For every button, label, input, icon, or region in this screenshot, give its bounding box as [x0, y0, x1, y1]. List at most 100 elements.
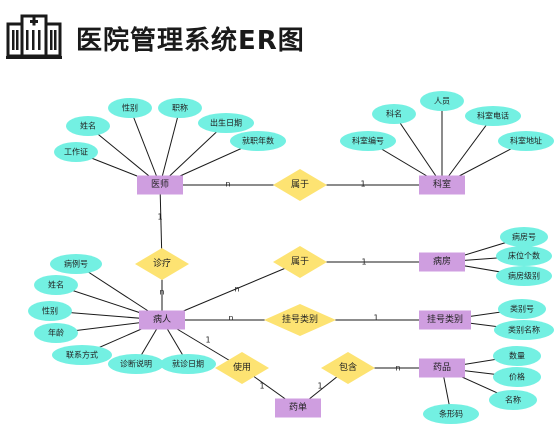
attribute-label-doctor-3: 职称 [172, 103, 188, 113]
attribute-patient-1 [34, 275, 78, 295]
attribute-label-ward-2: 病房级别 [508, 271, 540, 281]
attribute-doctor-0 [54, 142, 98, 162]
attribute-patient-2 [28, 301, 72, 321]
entity-label-patient: 病人 [153, 313, 171, 325]
attribute-department-2 [420, 91, 464, 111]
relationship-use [215, 352, 269, 384]
attribute-medicine-1 [493, 367, 541, 387]
attribute-doctor-4 [198, 113, 254, 133]
entity-ward [419, 252, 465, 272]
cardinality-patient_ward_n: n [234, 285, 239, 294]
relationship-label-contain: 包含 [339, 361, 357, 373]
attribute-label-ward-0: 病房号 [512, 232, 536, 242]
attribute-label-doctor-1: 姓名 [80, 121, 96, 131]
relationship-label-belongs_dept: 属于 [291, 179, 309, 190]
entity-prescription [275, 398, 321, 418]
attribute-label-doctor-4: 出生日期 [210, 118, 242, 128]
attribute-department-4 [498, 131, 554, 151]
cardinality-prescription_use_1: 1 [259, 382, 264, 391]
hospital-building-icon [6, 14, 62, 60]
attribute-medicine-3 [423, 404, 479, 424]
attribute-label-doctor-5: 就职年数 [242, 136, 274, 146]
attr-line-doctor-3 [159, 107, 181, 186]
entity-label-doctor: 医师 [151, 178, 169, 190]
attribute-label-department-1: 科名 [386, 109, 402, 119]
attr-line-doctor-4 [159, 122, 227, 186]
cardinality-medicine_contain_n: n [395, 364, 400, 373]
relationship-contain [321, 352, 375, 384]
entity-label-prescription: 药单 [289, 401, 307, 413]
page-title: 医院管理系统ER图 [76, 26, 305, 56]
attribute-label-reg_category-0: 类别号 [510, 304, 534, 314]
attribute-doctor-3 [158, 98, 202, 118]
attribute-patient-6 [160, 354, 216, 374]
attribute-patient-0 [50, 254, 102, 274]
attribute-label-patient-0: 病例号 [64, 259, 88, 269]
attr-line-department-1 [393, 113, 443, 186]
cardinality-doctor_dept_1: 1 [360, 180, 365, 189]
attribute-label-doctor-2: 性别 [122, 103, 138, 113]
relationship-label-registration: 挂号类别 [282, 313, 318, 325]
attr-line-department-3 [441, 115, 494, 186]
attribute-label-medicine-1: 价格 [509, 372, 525, 382]
attribute-label-reg_category-1: 类别名称 [508, 325, 540, 335]
attribute-label-doctor-0: 工作证 [64, 147, 88, 157]
attribute-doctor-2 [108, 98, 152, 118]
relationship-label-diagnose: 诊疗 [153, 257, 171, 269]
attribute-ward-1 [496, 246, 552, 266]
relationship-registration [264, 304, 336, 336]
cardinality-doctor_diag_1: 1 [157, 213, 162, 222]
attribute-label-department-2: 人员 [434, 97, 450, 106]
cardinality-doctor_dept_n: n [225, 180, 230, 189]
connector-patient-belongs_ward [161, 261, 301, 321]
relationship-diagnose [135, 248, 189, 280]
attribute-medicine-2 [489, 390, 537, 410]
attribute-department-3 [465, 106, 521, 126]
relationship-label-belongs_ward: 属于 [291, 256, 309, 267]
relationship-label-use: 使用 [233, 361, 251, 373]
relationship-belongs_dept [273, 169, 327, 201]
attr-line-doctor-1 [87, 125, 161, 186]
cardinality-patient_reg_n: n [228, 314, 233, 323]
attribute-label-department-0: 科室编号 [352, 136, 384, 146]
entity-patient [139, 310, 185, 330]
relationship-belongs_ward [273, 246, 327, 278]
cardinality-patient_diag_n: n [159, 288, 164, 297]
cardinality-reg_1: 1 [373, 314, 378, 323]
attribute-patient-5 [108, 354, 164, 374]
attribute-department-1 [372, 104, 416, 124]
attribute-label-patient-3: 年龄 [48, 328, 64, 338]
attribute-ward-2 [496, 266, 552, 286]
cardinality-ward_1: 1 [361, 258, 366, 267]
entity-label-reg_category: 挂号类别 [427, 313, 463, 325]
attribute-label-patient-2: 性别 [42, 306, 58, 316]
attribute-label-medicine-0: 数量 [509, 351, 525, 361]
attribute-reg_category-0 [498, 299, 546, 319]
attribute-label-medicine-3: 条形码 [439, 409, 463, 419]
cardinality-prescription_contain_1: 1 [317, 382, 322, 391]
attribute-label-patient-4: 联系方式 [66, 350, 98, 360]
entity-label-ward: 病房 [433, 255, 451, 267]
attribute-label-medicine-2: 名称 [505, 395, 521, 405]
attribute-label-department-3: 科室电话 [477, 111, 509, 121]
attribute-patient-3 [34, 323, 78, 343]
attr-line-doctor-2 [129, 107, 161, 186]
entity-department [419, 175, 465, 195]
entity-medicine [419, 358, 465, 378]
attribute-doctor-1 [66, 116, 110, 136]
cardinality-patient_use_1: 1 [205, 336, 210, 345]
attribute-doctor-5 [230, 131, 286, 151]
entity-reg_category [419, 310, 471, 330]
attribute-label-patient-6: 就诊日期 [172, 359, 204, 369]
entity-doctor [137, 175, 183, 195]
attribute-reg_category-1 [494, 320, 554, 340]
attribute-label-patient-5: 诊断说明 [120, 359, 152, 369]
entity-label-medicine: 药品 [433, 362, 451, 373]
attribute-label-ward-1: 床位个数 [508, 251, 540, 261]
attribute-ward-0 [500, 227, 548, 247]
attribute-department-0 [340, 131, 396, 151]
attribute-medicine-0 [493, 346, 541, 366]
entity-label-department: 科室 [433, 178, 451, 190]
